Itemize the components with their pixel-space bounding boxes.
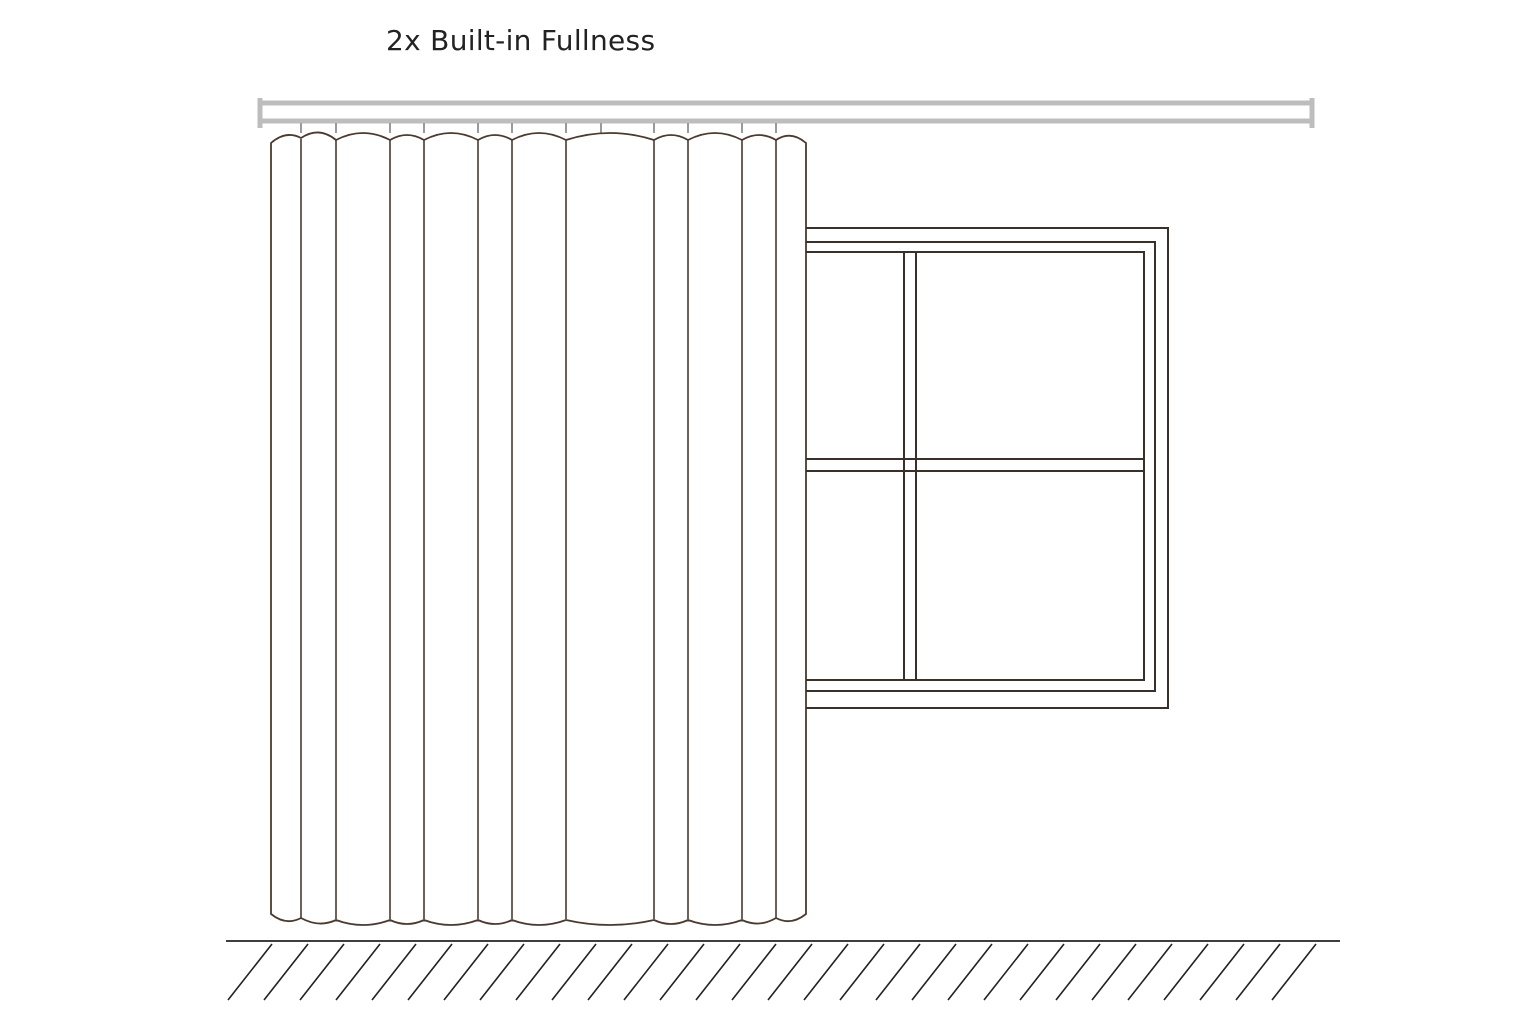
floor-hatch-line <box>911 943 957 1001</box>
window-mullion-cross <box>905 460 915 470</box>
floor-hatch-line <box>1271 943 1317 1001</box>
floor-hatch-line <box>1235 943 1281 1001</box>
floor-hatch-line <box>623 943 669 1001</box>
floor-hatch-line <box>1163 943 1209 1001</box>
floor-hatch-line <box>263 943 309 1001</box>
floor-hatch-line <box>947 943 993 1001</box>
floor-hatch-line <box>803 943 849 1001</box>
curtain-outline <box>270 131 807 926</box>
floor-hatch-line <box>731 943 777 1001</box>
floor-hatch-line <box>515 943 561 1001</box>
floor-hatch-line <box>443 943 489 1001</box>
floor-hatch-line <box>479 943 525 1001</box>
floor-hatch-line <box>1199 943 1245 1001</box>
floor <box>226 940 1340 1001</box>
window-sash <box>806 251 1145 681</box>
floor-hatch-line <box>407 943 453 1001</box>
window-inner-frame <box>806 241 1156 692</box>
window-outer-frame <box>806 227 1169 709</box>
floor-hatch-line <box>335 943 381 1001</box>
floor-hatch-line <box>371 943 417 1001</box>
floor-hatch-line <box>983 943 1029 1001</box>
floor-hatch-line <box>1019 943 1065 1001</box>
floor-hatch-line <box>695 943 741 1001</box>
floor-hatch-line <box>299 943 345 1001</box>
floor-hatch-line <box>227 943 273 1001</box>
floor-hatch-line <box>551 943 597 1001</box>
floor-hatch-line <box>659 943 705 1001</box>
floor-hatch-line <box>875 943 921 1001</box>
floor-hatching <box>227 943 1317 1001</box>
curtain-folds <box>300 139 777 919</box>
curtain-panel <box>270 131 807 926</box>
floor-hatch-line <box>839 943 885 1001</box>
diagram-title: 2x Built-in Fullness <box>386 24 656 57</box>
curtain-hooks <box>300 123 777 133</box>
curtain-rod <box>257 98 1315 128</box>
floor-hatch-line <box>1091 943 1137 1001</box>
floor-hatch-line <box>767 943 813 1001</box>
floor-hatch-line <box>1055 943 1101 1001</box>
floor-hatch-line <box>1127 943 1173 1001</box>
window <box>806 227 1169 709</box>
floor-hatch-line <box>587 943 633 1001</box>
